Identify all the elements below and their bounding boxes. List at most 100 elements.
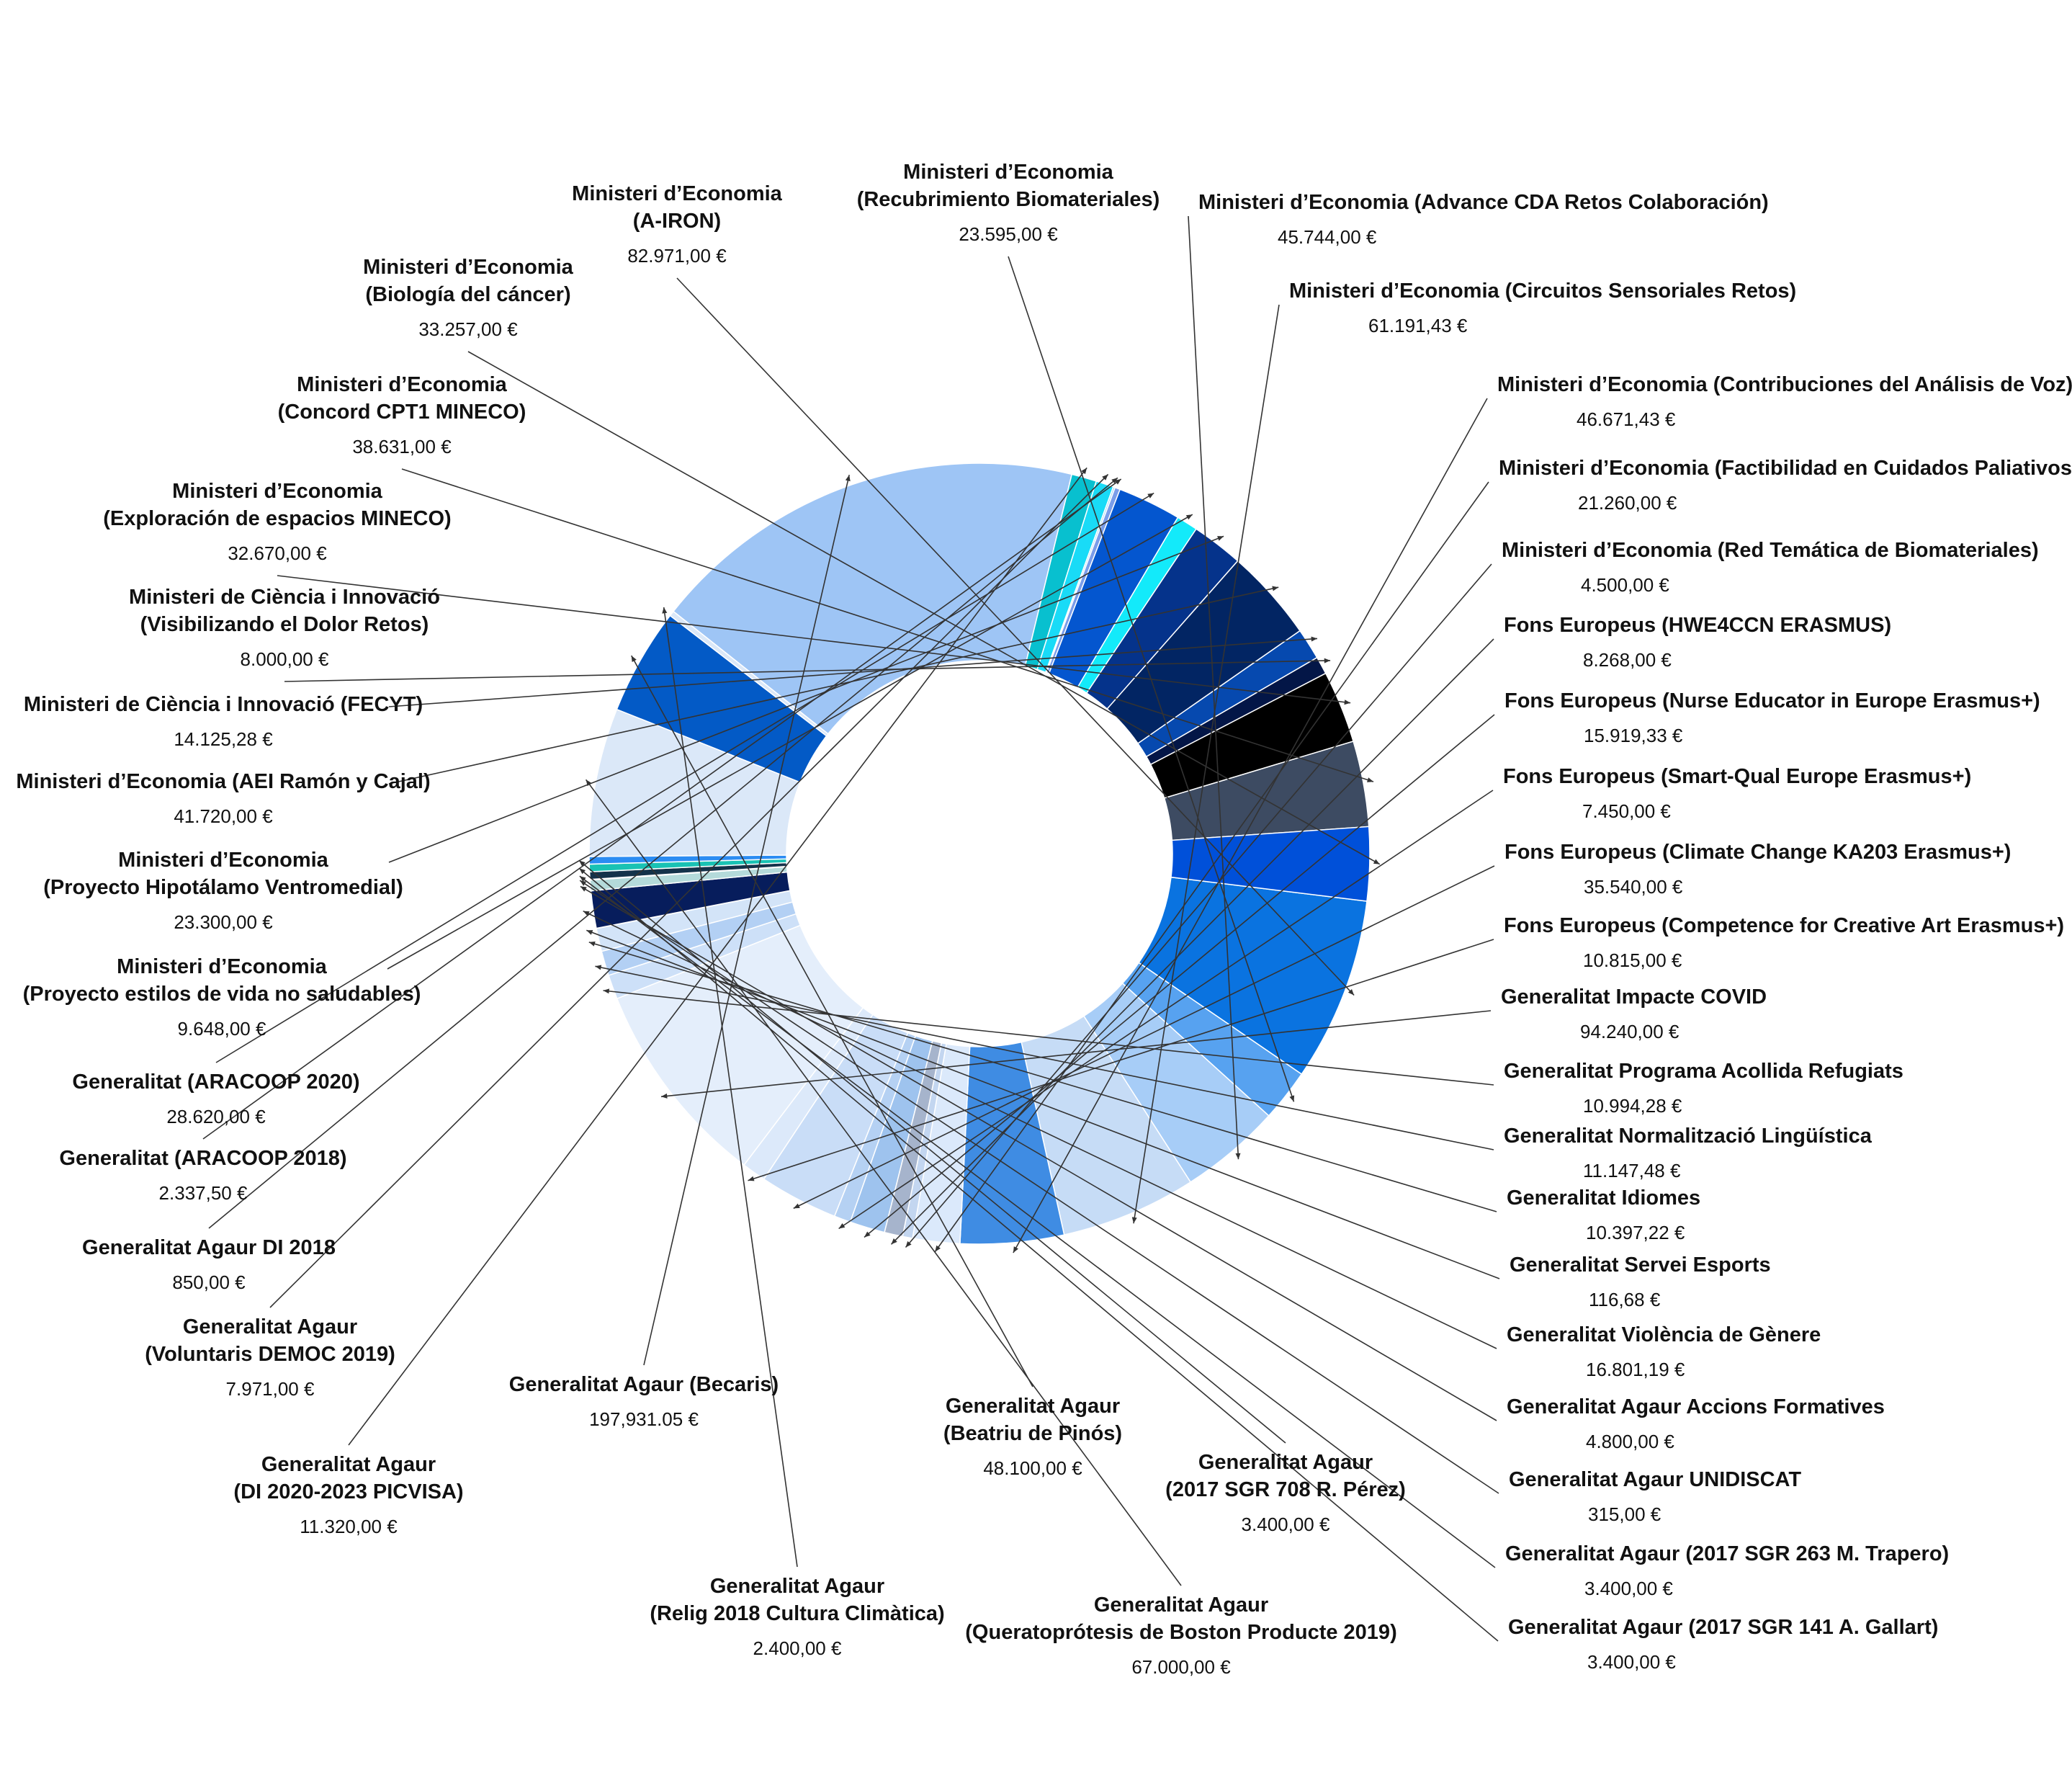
slice-value-text: 28.620,00 €: [166, 1106, 266, 1127]
leader-arrowhead: [1235, 1153, 1241, 1160]
leader-arrowhead: [1289, 1095, 1295, 1102]
leader-line: [586, 929, 1500, 1279]
slice-name-text: Generalitat Violència de Gènere: [1507, 1323, 1821, 1346]
leader-line: [388, 638, 1318, 707]
label-ministeri-de-ciencia-i-innovacio-fecyt: Ministeri de Ciència i Innovació (FECYT)…: [24, 693, 423, 750]
leader-line: [215, 492, 1154, 1063]
slice-value-text: 61.191,43 €: [1368, 315, 1468, 336]
leader-line: [630, 655, 1033, 1387]
slice-value-text: 41.720,00 €: [174, 805, 273, 827]
leader-line: [660, 1010, 1492, 1098]
slice-value-text: 10.397,22 €: [1586, 1222, 1685, 1243]
slice-value-text: 7.450,00 €: [1582, 800, 1671, 822]
slice-value-text: 8.268,00 €: [1583, 649, 1672, 671]
leader-line: [793, 865, 1495, 1210]
slice-value-text: 21.260,00 €: [1578, 492, 1677, 514]
label-generalitat-aracoop-2018: Generalitat (ARACOOP 2018)2.337,50 €: [59, 1147, 346, 1204]
slice-value-text: 11.320,00 €: [300, 1516, 398, 1537]
slice-value-text: 35.540,00 €: [1584, 876, 1683, 898]
slice-name-text: (Proyecto Hipotálamo Ventromedial): [43, 876, 403, 899]
leader-line: [578, 867, 1499, 1642]
slice-value-text: 45.744,00 €: [1278, 226, 1377, 248]
leader-line: [748, 939, 1494, 1181]
slice-name-text: Generalitat Agaur: [183, 1315, 357, 1338]
leader-arrowhead: [1217, 536, 1224, 541]
label-generalitat-agaur-2017-sgr-263-m-trapero: Generalitat Agaur (2017 SGR 263 M. Trape…: [1505, 1542, 1949, 1599]
leader-line: [387, 514, 1193, 970]
slice-name-text: (Queratoprótesis de Boston Producte 2019…: [965, 1621, 1396, 1644]
slice-name-text: Generalitat (ARACOOP 2020): [72, 1071, 359, 1094]
label-fons-europeus-hwe4ccn-erasmus: Fons Europeus (HWE4CCN ERASMUS)8.268,00 …: [1504, 614, 1891, 671]
label-generalitat-agaur-2017-sgr-708-r-perez: Generalitat Agaur(2017 SGR 708 R. Pérez)…: [1165, 1451, 1406, 1535]
leader-arrowhead: [586, 930, 593, 935]
slice-value-text: 7.971,00 €: [226, 1378, 315, 1400]
leader-line: [277, 575, 1351, 704]
slice-value-text: 3.400,00 €: [1587, 1651, 1676, 1673]
slice-name-text: Fons Europeus (Nurse Educator in Europe …: [1504, 689, 2040, 712]
slice-name-text: Ministeri d’Economia (Advance CDA Retos …: [1198, 191, 1769, 214]
slice-name-text: Ministeri de Ciència i Innovació: [129, 586, 440, 609]
slice-value-text: 15.919,33 €: [1584, 725, 1683, 746]
slice-name-text: Ministeri d’Economia (AEI Ramón y Cajal): [16, 770, 430, 793]
label-fons-europeus-competence-for-creative-art-erasmu: Fons Europeus (Competence for Creative A…: [1504, 914, 2064, 971]
leader-line: [401, 468, 1374, 782]
label-ministeri-d-economia-concord-cpt1-mineco: Ministeri d’Economia(Concord CPT1 MINECO…: [278, 373, 526, 457]
leader-arrowhead: [1344, 699, 1351, 705]
slice-name-text: Ministeri d’Economia: [117, 955, 328, 978]
slice-value-text: 850,00 €: [172, 1271, 246, 1293]
slice-name-text: Generalitat Agaur (2017 SGR 141 A. Galla…: [1508, 1616, 1938, 1639]
leader-line: [838, 790, 1494, 1230]
leader-line: [676, 277, 1355, 996]
slice-name-text: Ministeri d’Economia: [172, 480, 383, 503]
slice-name-text: (Voluntaris DEMOC 2019): [145, 1343, 395, 1366]
slice-value-text: 11.147,48 €: [1583, 1160, 1681, 1181]
slice-name-text: (2017 SGR 708 R. Pérez): [1165, 1478, 1406, 1501]
slice-name-text: Ministeri d’Economia: [118, 849, 329, 872]
slice-name-text: Ministeri d’Economia: [363, 256, 574, 279]
label-generalitat-agaur-queratoprotesis-de-boston-prod: Generalitat Agaur(Queratoprótesis de Bos…: [965, 1594, 1396, 1678]
label-generalitat-idiomes: Generalitat Idiomes 10.397,22 €: [1507, 1186, 1700, 1243]
leader-arrowhead: [748, 1176, 755, 1181]
slice-name-text: Generalitat Agaur: [261, 1453, 436, 1476]
slice-name-text: Fons Europeus (Smart-Qual Europe Erasmus…: [1503, 765, 1971, 788]
slice-name-text: Fons Europeus (Competence for Creative A…: [1504, 914, 2064, 937]
slice-value-text: 4.500,00 €: [1581, 574, 1669, 596]
leader-line: [388, 586, 1279, 785]
slice-value-text: 14.125,28 €: [174, 728, 273, 750]
slice-name-text: Ministeri d’Economia: [572, 182, 783, 205]
leader-line: [269, 473, 1109, 1308]
label-fons-europeus-smart-qual-europe-erasmus: Fons Europeus (Smart-Qual Europe Erasmus…: [1503, 765, 1971, 822]
leader-arrowhead: [1324, 658, 1331, 663]
slice-name-text: (Biología del cáncer): [365, 283, 570, 306]
leader-arrowhead: [588, 941, 596, 947]
label-generalitat-agaur-accions-formatives: Generalitat Agaur Accions Formatives4.80…: [1507, 1395, 1885, 1452]
leader-arrowhead: [1114, 479, 1121, 485]
slice-value-text: 8.000,00 €: [241, 648, 329, 670]
leader-arrowhead: [1367, 777, 1373, 782]
leader-line: [585, 779, 1182, 1586]
label-ministeri-d-economia-advance-cda-retos-colaborac: Ministeri d’Economia (Advance CDA Retos …: [1198, 191, 1769, 248]
label-fons-europeus-nurse-educator-in-europe-erasmus: Fons Europeus (Nurse Educator in Europe …: [1504, 689, 2040, 746]
slice-name-text: Ministeri de Ciència i Innovació (FECYT): [24, 693, 423, 716]
leader-line: [1133, 304, 1280, 1224]
leader-arrowhead: [603, 988, 610, 994]
label-ministeri-d-economia-contribuciones-del-analisis: Ministeri d’Economia (Contribuciones del…: [1497, 373, 2072, 430]
slice-name-text: Generalitat Agaur UNIDISCAT: [1509, 1468, 1801, 1491]
slice-name-text: (Exploración de espacios MINECO): [103, 507, 451, 530]
slice-value-text: 116,68 €: [1589, 1289, 1661, 1310]
leader-arrowhead: [838, 1223, 846, 1229]
label-generalitat-violencia-de-genere: Generalitat Violència de Gènere 16.801,19…: [1507, 1323, 1821, 1380]
leader-line: [579, 880, 1499, 1494]
slice-name-text: Ministeri d’Economia: [297, 373, 508, 396]
label-generalitat-agaur-relig-2018-cultura-climatica: Generalitat Agaur(Relig 2018 Cultura Cli…: [650, 1575, 944, 1659]
label-generalitat-agaur-2017-sgr-141-a-gallart: Generalitat Agaur (2017 SGR 141 A. Galla…: [1508, 1616, 1938, 1673]
slice-name-text: (Relig 2018 Cultura Climàtica): [650, 1602, 944, 1625]
slice-value-text: 16.801,19 €: [1586, 1359, 1685, 1380]
slice-value-text: 10.994,28 €: [1583, 1095, 1682, 1117]
leader-arrowhead: [1347, 989, 1355, 996]
slice-name-text: (DI 2020-2023 PICVISA): [233, 1480, 463, 1503]
label-generalitat-agaur-voluntaris-democ-2019: Generalitat Agaur (Voluntaris DEMOC 2019)…: [145, 1315, 395, 1400]
slice-name-text: Generalitat Idiomes: [1507, 1186, 1700, 1210]
